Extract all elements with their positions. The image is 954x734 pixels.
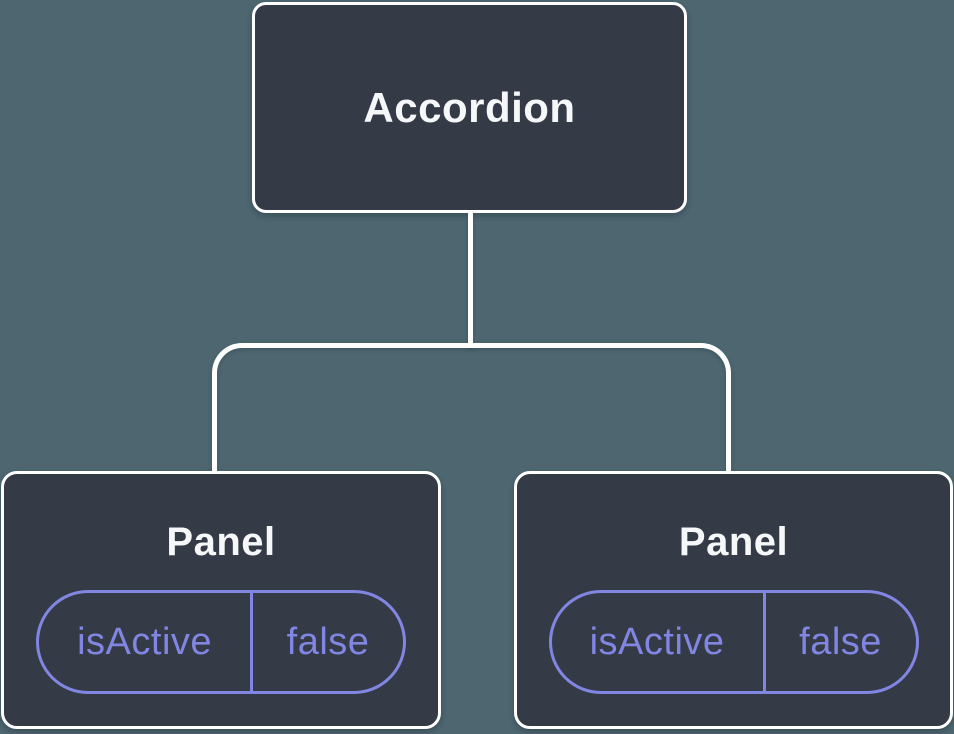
panel-node-label: Panel <box>166 520 276 564</box>
connector-branch-bracket <box>212 343 731 471</box>
state-value-label: false <box>799 620 882 663</box>
child-node-panel-left: Panel isActive false <box>1 471 441 729</box>
state-key-label: isActive <box>39 593 254 691</box>
child-node-panel-right: Panel isActive false <box>514 471 953 729</box>
root-node-accordion: Accordion <box>252 2 687 213</box>
root-node-label: Accordion <box>363 83 576 131</box>
state-pill: isActive false <box>548 590 919 694</box>
state-pill: isActive false <box>36 590 406 694</box>
state-value-label: false <box>286 620 370 663</box>
connector-root-stem <box>468 212 473 347</box>
panel-node-label: Panel <box>678 520 789 564</box>
state-key-label: isActive <box>552 593 766 691</box>
